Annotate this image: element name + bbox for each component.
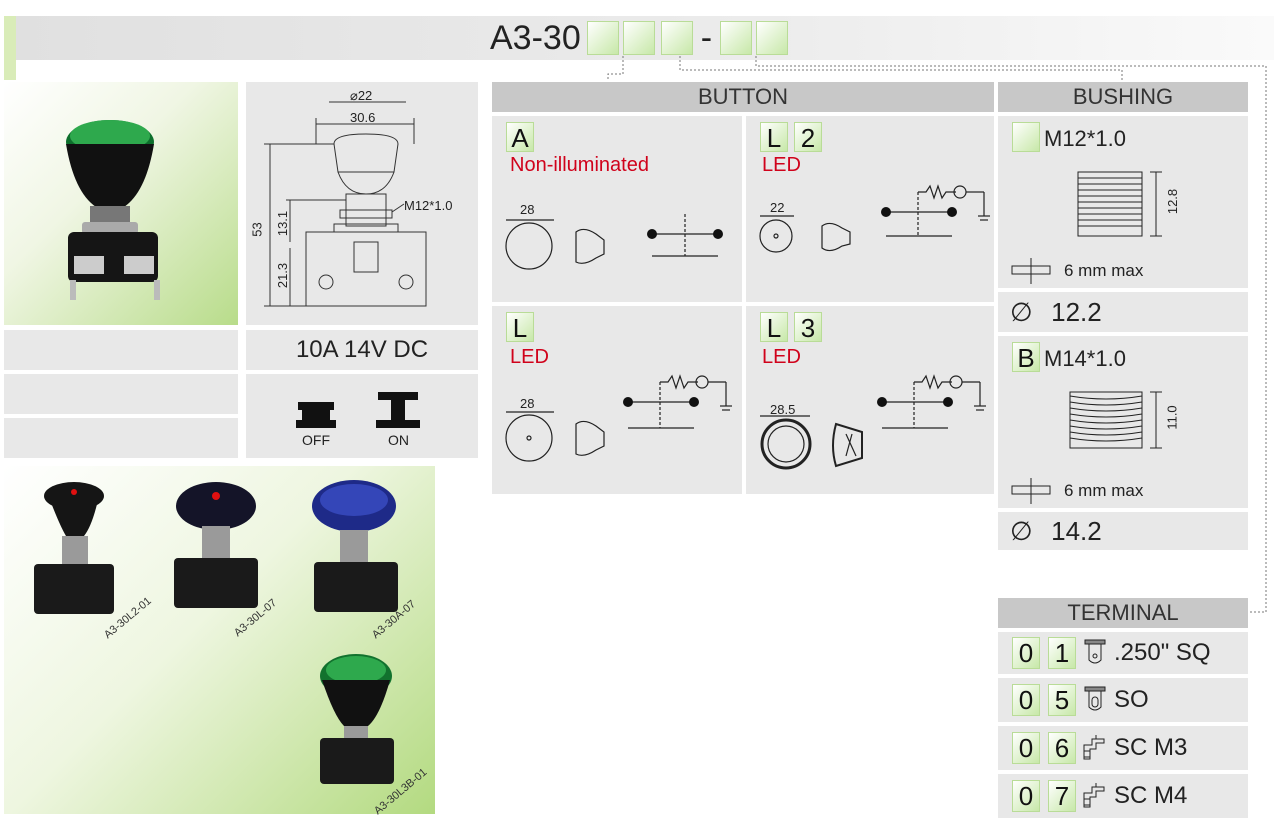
dim-width: 30.6	[350, 110, 376, 125]
terminal-code-1b: 1	[1048, 637, 1076, 669]
terminal-row-4: 0 7 SC M4	[998, 774, 1248, 818]
terminal-row-3: 0 6 SC M3	[998, 726, 1248, 770]
button-header: BUTTON	[492, 82, 994, 112]
dim-diameter: ⌀22	[350, 88, 373, 103]
bushing-option-2: B M14*1.0 11.0 6 mm max	[998, 336, 1248, 508]
button-option-a: A Non-illuminated 28	[492, 116, 742, 302]
state-on: ON	[388, 432, 409, 448]
bushing-hole-1: ∅ 12.2	[998, 292, 1248, 332]
button-name-l2: LED	[762, 154, 801, 176]
screw-terminal-icon	[1083, 783, 1105, 808]
bushing-header: BUSHING	[998, 82, 1248, 112]
quick-connect-icon	[1084, 639, 1106, 664]
bushing-panel-1: 6 mm max	[1064, 261, 1144, 280]
terminal-header: TERMINAL	[998, 598, 1248, 628]
model-name: A3-30	[490, 18, 581, 57]
bushing-thread-1: M12*1.0	[1044, 126, 1126, 151]
bushing-code-1	[1012, 122, 1040, 152]
bushing-drawing-2	[1011, 391, 1162, 504]
code-slot-3	[660, 21, 693, 55]
solder-lug-icon	[1084, 686, 1106, 711]
spec-row-2	[4, 374, 238, 414]
dim-thread: M12*1.0	[404, 198, 453, 213]
bushing-hole-value-2: 14.2	[1051, 516, 1102, 546]
bushing-panel-2: 6 mm max	[1064, 481, 1144, 500]
terminal-label-4: SC M4	[1114, 782, 1188, 809]
code-slot-4	[720, 21, 753, 55]
dim-lower-height: 21.3	[275, 262, 291, 289]
button-drawing-l2	[759, 184, 990, 253]
button-drawing-l3	[760, 374, 986, 470]
state-off: OFF	[302, 432, 330, 448]
button-name-l3: LED	[762, 346, 801, 368]
product-switch-image	[66, 120, 160, 300]
terminal-label-2: SO	[1114, 686, 1149, 713]
button-code-l3-second: 3	[794, 312, 822, 343]
technical-drawing: ⌀22 30.6 53 13.1 21.3 M12*1.0	[246, 82, 478, 325]
terminal-label-1: .250" SQ	[1114, 639, 1211, 666]
button-drawing-a	[505, 214, 723, 270]
button-name-l: LED	[510, 346, 549, 368]
button-dim-a: 28	[520, 202, 535, 217]
dim-upper-height: 13.1	[275, 210, 291, 237]
terminal-row-2: 0 5 SO	[998, 678, 1248, 722]
terminal-code-3a: 0	[1012, 732, 1040, 764]
terminal-code-3b: 6	[1048, 732, 1076, 764]
bushing-length-1: 12.8	[1165, 188, 1181, 215]
button-dim-l: 28	[520, 396, 535, 411]
bushing-option-1: M12*1.0 12.8 6 mm max	[998, 116, 1248, 288]
screw-terminal-icon	[1083, 735, 1105, 760]
code-slot-1	[586, 21, 619, 55]
bushing-length-2: 11.0	[1164, 405, 1180, 430]
bushing-thread-2: M14*1.0	[1044, 346, 1126, 371]
dim-total-height: 53	[249, 222, 265, 237]
code-dash: -	[700, 18, 713, 57]
hole-icon: ∅	[1010, 516, 1033, 546]
terminal-code-4b: 7	[1048, 780, 1076, 812]
terminal-code-2b: 5	[1048, 684, 1076, 716]
bushing-code-2: B	[1012, 342, 1040, 373]
title-accent	[4, 16, 16, 80]
button-option-l2: L 2 LED 22	[746, 116, 994, 302]
hole-icon: ∅	[1010, 297, 1033, 327]
terminal-code-2a: 0	[1012, 684, 1040, 716]
spec-row-1	[4, 330, 238, 370]
button-option-l3: L 3 LED 28.5	[746, 306, 994, 494]
button-code-l2-second: 2	[794, 122, 822, 153]
product-gallery: A3-30L2-01 A3-30L-07 A3-30A-07 A3-30L3B-…	[4, 466, 435, 817]
terminal-label-3: SC M3	[1114, 734, 1188, 761]
button-drawing-l	[505, 374, 732, 462]
bushing-drawing-1	[1011, 171, 1162, 284]
state-box: OFF ON	[246, 374, 478, 458]
bushing-hole-2: ∅ 14.2	[998, 512, 1248, 550]
code-slot-2	[622, 21, 655, 55]
terminal-code-1a: 0	[1012, 637, 1040, 669]
rating-box: 10A 14V DC	[246, 330, 478, 370]
button-dim-l3: 28.5	[770, 402, 796, 417]
rating-text: 10A 14V DC	[295, 336, 429, 363]
button-code-l3-first: L	[760, 312, 788, 343]
button-name-a: Non-illuminated	[510, 154, 649, 176]
model-code: A3-30 -	[490, 18, 789, 58]
product-photo	[4, 82, 238, 325]
product-thumbnails	[34, 480, 398, 784]
button-dim-l2: 22	[770, 200, 785, 215]
terminal-code-4a: 0	[1012, 780, 1040, 812]
code-slot-5	[756, 21, 789, 55]
button-option-l: L LED 28	[492, 306, 742, 494]
bushing-hole-value-1: 12.2	[1051, 297, 1102, 327]
spec-row-3	[4, 418, 238, 458]
button-code-l: L	[506, 312, 534, 343]
button-code-l2-first: L	[760, 122, 788, 153]
terminal-row-1: 0 1 .250" SQ	[998, 632, 1248, 674]
button-code-a: A	[506, 122, 534, 153]
